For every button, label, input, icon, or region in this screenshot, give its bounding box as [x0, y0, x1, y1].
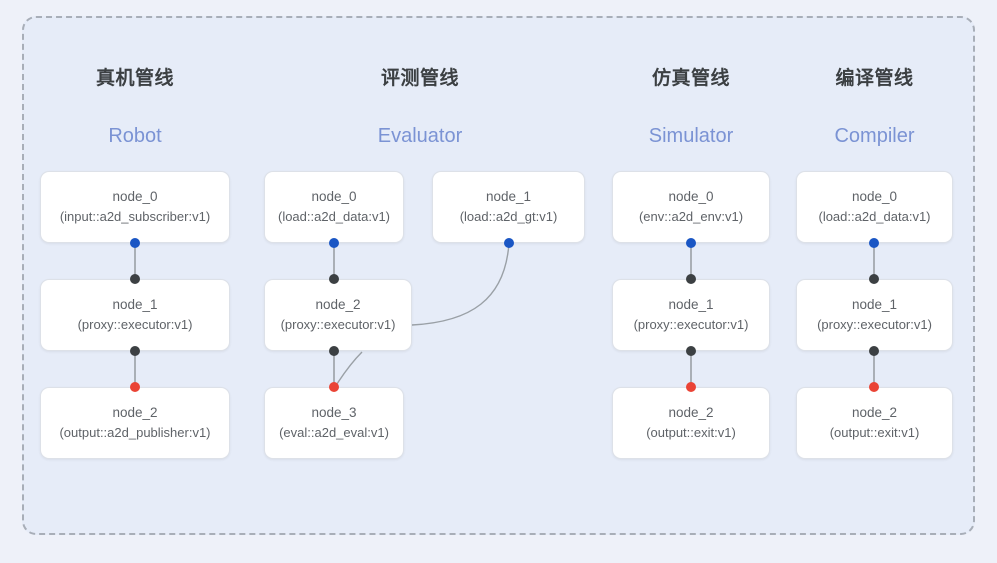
node-name: node_0 — [668, 189, 714, 204]
node-type: (load::a2d_data:v1) — [818, 209, 931, 224]
output-port-dot[interactable] — [329, 238, 339, 248]
node-type: (load::a2d_data:v1) — [277, 209, 391, 224]
terminal-port-dot[interactable] — [130, 382, 140, 392]
node-card[interactable]: node_0 (load::a2d_data:v1) — [796, 171, 953, 243]
column-title-robot: 真机管线 — [95, 68, 174, 89]
node-type: (output::a2d_publisher:v1) — [59, 425, 211, 440]
node-name: node_2 — [315, 297, 361, 312]
output-port-dot[interactable] — [329, 346, 339, 356]
output-port-dot[interactable] — [130, 346, 140, 356]
output-port-dot[interactable] — [686, 238, 696, 248]
node-name: node_1 — [485, 189, 532, 204]
node-name: node_0 — [112, 189, 158, 204]
node-type: (output::exit:v1) — [646, 425, 736, 440]
node-card[interactable]: node_2 (output::exit:v1) — [612, 387, 770, 459]
node-name: node_1 — [112, 297, 158, 312]
node-type: (proxy::executor:v1) — [817, 317, 932, 332]
input-port-dot[interactable] — [686, 274, 696, 284]
column-subtitle-compiler: Compiler — [834, 125, 915, 147]
node-type: (env::a2d_env:v1) — [638, 209, 744, 224]
node-name: node_1 — [668, 297, 714, 312]
input-port-dot[interactable] — [329, 274, 339, 284]
column-subtitle-simulator: Simulator — [648, 125, 734, 147]
node-name: node_0 — [311, 189, 357, 204]
column-title-simulator: 仿真管线 — [651, 68, 730, 89]
output-port-dot[interactable] — [686, 346, 696, 356]
node-name: node_3 — [311, 405, 357, 420]
column-title-evaluator: 评测管线 — [380, 68, 459, 89]
column-subtitle-robot: Robot — [108, 125, 162, 147]
node-type: (proxy::executor:v1) — [280, 317, 396, 332]
node-card[interactable]: node_1 (proxy::executor:v1) — [612, 279, 770, 351]
node-name: node_0 — [851, 189, 898, 204]
node-type: (load::a2d_gt:v1) — [459, 209, 558, 224]
node-name: node_2 — [112, 405, 158, 420]
node-card[interactable]: node_1 (load::a2d_gt:v1) — [432, 171, 585, 243]
node-type: (output::exit:v1) — [829, 425, 920, 440]
node-type: (eval::a2d_eval:v1) — [279, 425, 389, 440]
output-port-dot[interactable] — [869, 238, 879, 248]
output-port-dot[interactable] — [869, 346, 879, 356]
node-card[interactable]: node_3 (eval::a2d_eval:v1) — [264, 387, 404, 459]
node-card[interactable]: node_1 (proxy::executor:v1) — [796, 279, 953, 351]
column-title-compiler: 编译管线 — [835, 68, 914, 89]
node-name: node_2 — [851, 405, 898, 420]
node-name: node_2 — [668, 405, 714, 420]
node-card[interactable]: node_2 (output::a2d_publisher:v1) — [40, 387, 230, 459]
node-card[interactable]: node_0 (load::a2d_data:v1) — [264, 171, 404, 243]
node-type: (proxy::executor:v1) — [77, 317, 193, 332]
node-name: node_1 — [851, 297, 898, 312]
output-port-dot[interactable] — [130, 238, 140, 248]
node-card[interactable]: node_1 (proxy::executor:v1) — [40, 279, 230, 351]
terminal-port-dot[interactable] — [686, 382, 696, 392]
node-card[interactable]: node_2 (proxy::executor:v1) — [264, 279, 412, 351]
node-type: (input::a2d_subscriber:v1) — [59, 209, 211, 224]
terminal-port-dot[interactable] — [869, 382, 879, 392]
node-card[interactable]: node_0 (env::a2d_env:v1) — [612, 171, 770, 243]
output-port-dot[interactable] — [504, 238, 514, 248]
input-port-dot[interactable] — [869, 274, 879, 284]
terminal-port-dot[interactable] — [329, 382, 339, 392]
node-card[interactable]: node_2 (output::exit:v1) — [796, 387, 953, 459]
column-subtitle-evaluator: Evaluator — [377, 125, 463, 147]
node-card[interactable]: node_0 (input::a2d_subscriber:v1) — [40, 171, 230, 243]
input-port-dot[interactable] — [130, 274, 140, 284]
node-type: (proxy::executor:v1) — [633, 317, 749, 332]
